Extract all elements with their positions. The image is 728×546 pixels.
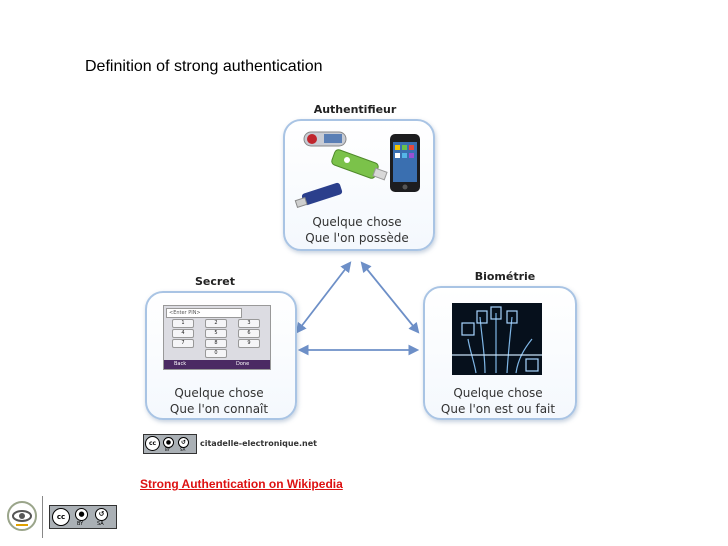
secret-caption-line2: Que l'on connaît [169,402,269,416]
keypad-key: 5 [205,329,227,338]
keypad-key: 8 [205,339,227,348]
cc-license-badge: cc ● ↺ BY SA [49,505,117,529]
arrow-secret-authentifieur [295,261,352,334]
keypad-back-label: Back [174,361,187,367]
token-devices-image [294,131,420,208]
arrow-authentifieur-biometrie [360,261,420,334]
hand-scan-icon [452,306,542,374]
keypad-key: 9 [238,339,260,348]
secret-caption: Quelque chose Que l'on connaît [145,385,293,417]
attribution-icon: ● [75,508,88,521]
pin-keypad-image: <Enter PIN> 1 2 3 4 5 6 7 8 9 0 Back Don… [163,305,271,370]
share-alike-icon: ↺ [178,437,189,448]
slideshare-logo-icon [7,501,37,531]
keypad-key: 0 [205,349,227,358]
bottom-divider [42,496,43,538]
sa-label: SA [97,521,104,527]
secret-heading: Secret [194,275,236,288]
keypad-done-label: Done [236,361,250,367]
cc-icon: cc [145,436,160,451]
slide-title: Definition of strong authentication [85,58,323,75]
attribution-icon: ● [163,437,174,448]
credit-site: citadelle-electronique.net [200,439,317,448]
keypad-action-bar: Back Done [164,360,270,369]
biometrie-caption: Quelque chose Que l'on est ou fait [423,385,573,417]
green-usb-key-icon [331,149,388,181]
smartphone-icon [390,134,420,192]
sa-label: SA [180,447,186,452]
authentifieur-heading: Authentifieur [313,103,397,116]
biometrie-heading: Biométrie [474,270,536,283]
usb-stick-icon [294,182,343,208]
pin-field: <Enter PIN> [166,308,242,318]
keypad-key: 2 [205,319,227,328]
keypad-key: 3 [238,319,260,328]
usb-key-badge-icon [303,131,347,147]
keypad-key: 4 [172,329,194,338]
share-alike-icon: ↺ [95,508,108,521]
cc-license-badge-small: cc ● ↺ BY SA [143,434,197,454]
keypad-key: 7 [172,339,194,348]
keypad-key: 1 [172,319,194,328]
biometrie-caption-line1: Quelque chose [453,386,543,400]
authentifieur-caption-line1: Quelque chose [312,215,402,229]
by-label: BY [165,447,170,452]
cc-icon: cc [52,508,70,526]
hand-scan-image [452,303,542,375]
keypad-key: 6 [238,329,260,338]
by-label: BY [77,521,84,527]
authentifieur-caption: Quelque chose Que l'on possède [283,214,431,246]
biometrie-caption-line2: Que l'on est ou fait [440,402,556,416]
wikipedia-link[interactable]: Strong Authentication on Wikipedia [140,477,343,491]
secret-caption-line1: Quelque chose [174,386,264,400]
authentifieur-caption-line2: Que l'on possède [305,231,409,245]
